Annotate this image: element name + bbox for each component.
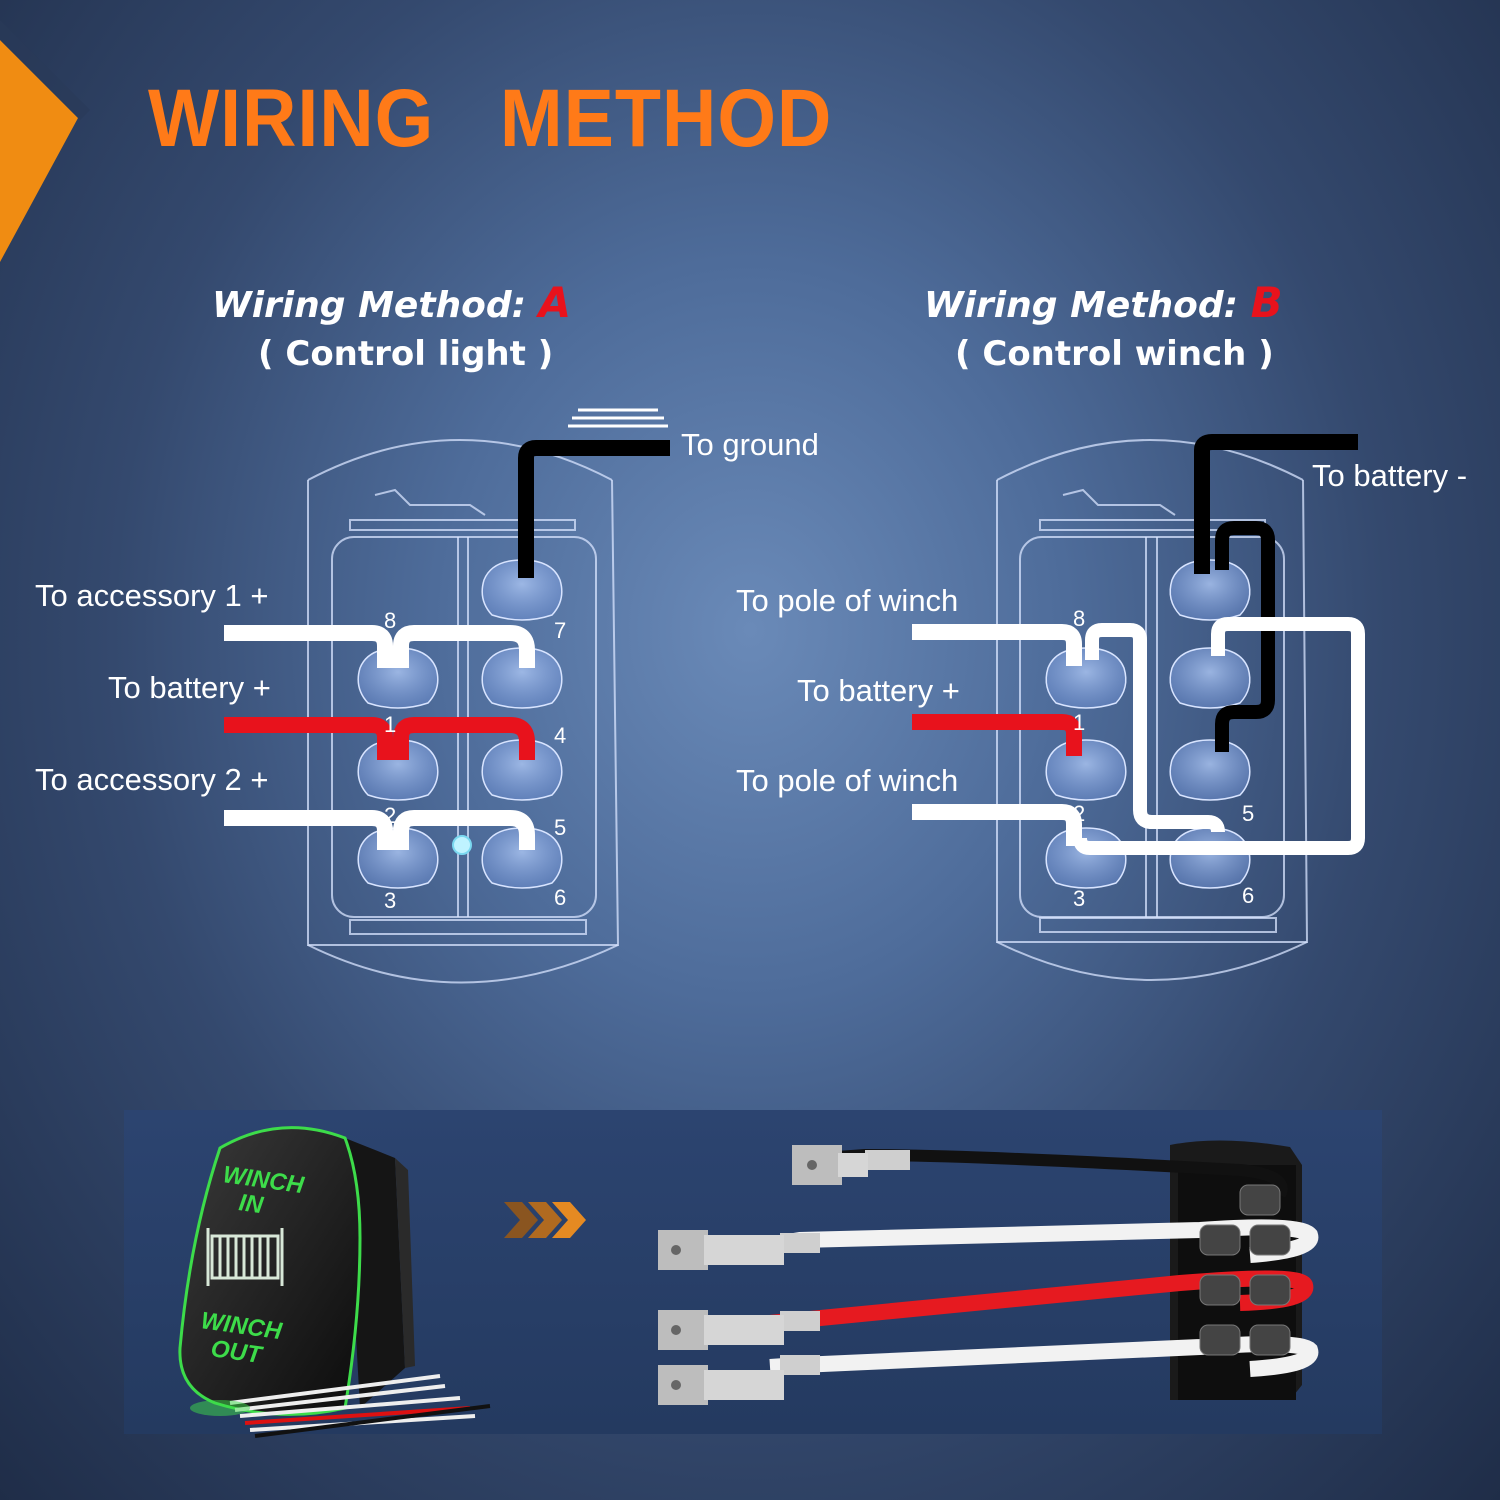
red-bridge-1-4 xyxy=(393,717,535,760)
terminal-b-6 xyxy=(1169,827,1251,889)
switch-leads xyxy=(229,1374,491,1438)
pin-3-a: 3 xyxy=(384,888,397,913)
red-wire-battery xyxy=(224,717,393,760)
method-a-heading: Wiring Method: A xyxy=(212,278,571,327)
method-a-heading-text: Wiring Method: xyxy=(212,285,527,326)
pin-6-a: 6 xyxy=(554,885,567,910)
label-to-battery-pos-b: To battery + xyxy=(797,673,960,708)
diagram-b xyxy=(912,434,1365,981)
terminal-b-4 xyxy=(1169,739,1251,801)
red-wire-battery-b xyxy=(912,714,1082,756)
switch-housing-a xyxy=(307,439,620,984)
method-b-letter: B xyxy=(1250,278,1283,327)
corner-accent xyxy=(0,20,90,262)
pin-1-b: 1 xyxy=(1073,710,1086,735)
terminal-spade-1 xyxy=(792,1145,1288,1198)
white-bridge-b-8-5 xyxy=(1085,623,1225,833)
rocker-switch-photo: WINCH IN WINCH OUT xyxy=(178,1126,491,1438)
label-to-pole-of-winch-2: To pole of winch xyxy=(736,763,959,798)
label-to-battery-neg: To battery - xyxy=(1312,458,1468,493)
method-a-subtitle: ( Control light ) xyxy=(258,334,554,374)
white-wire-pole-1 xyxy=(912,624,1082,666)
pin-8-a: 8 xyxy=(384,608,397,633)
chevron-arrows-icon xyxy=(504,1202,586,1238)
label-to-accessory-1: To accessory 1 + xyxy=(35,578,269,613)
wired-switch-back-photo xyxy=(658,1140,1319,1405)
pin-5-a: 5 xyxy=(554,815,567,840)
white-wire-acc1 xyxy=(224,625,393,668)
pin-3-b: 3 xyxy=(1073,886,1086,911)
ground-symbol xyxy=(568,408,668,428)
label-to-pole-of-winch-1: To pole of winch xyxy=(736,583,959,618)
white-wire-pole-2 xyxy=(912,804,1082,846)
terminal-7 xyxy=(481,559,563,621)
winch-drum-icon xyxy=(206,1228,284,1286)
label-to-battery-a: To battery + xyxy=(108,670,271,705)
pin-8-b: 8 xyxy=(1073,606,1086,631)
pin-4-a: 4 xyxy=(554,723,567,748)
white-bridge-2-5 xyxy=(393,810,535,850)
switch-text-winch-in-2: IN xyxy=(237,1189,265,1219)
label-to-ground: To ground xyxy=(681,427,819,462)
white-wire-acc2 xyxy=(224,810,393,850)
label-to-accessory-2: To accessory 2 + xyxy=(35,762,269,797)
terminal-b-7 xyxy=(1169,647,1251,709)
pin-2-b: 2 xyxy=(1073,801,1086,826)
method-b-heading-text: Wiring Method: xyxy=(924,285,1239,326)
white-cross-wire-b xyxy=(1073,617,1365,855)
pin-7-a: 7 xyxy=(554,618,567,643)
indicator-led xyxy=(452,835,472,855)
method-b-heading: Wiring Method: B xyxy=(924,278,1283,327)
method-a-letter: A xyxy=(538,278,572,327)
terminal-b-3 xyxy=(1045,827,1127,889)
black-wire-a xyxy=(518,440,670,578)
terminal-7b xyxy=(481,647,563,709)
page-title: WIRING METHOD xyxy=(148,73,833,164)
method-b-subtitle: ( Control winch ) xyxy=(955,334,1274,374)
back-terminals xyxy=(1199,1184,1291,1356)
pin-6-b: 6 xyxy=(1242,883,1255,908)
terminal-b-1 xyxy=(1045,739,1127,801)
pin-2-a: 2 xyxy=(384,803,397,828)
terminal-6 xyxy=(481,827,563,889)
diagram-a xyxy=(224,408,670,984)
pin-5-b: 5 xyxy=(1242,801,1255,826)
pin-1-a: 1 xyxy=(384,712,397,737)
black-bridge-b xyxy=(1215,521,1275,752)
terminal-4 xyxy=(481,739,563,801)
black-wire-b-neg xyxy=(1194,434,1358,574)
white-bridge-8-7 xyxy=(393,625,535,668)
